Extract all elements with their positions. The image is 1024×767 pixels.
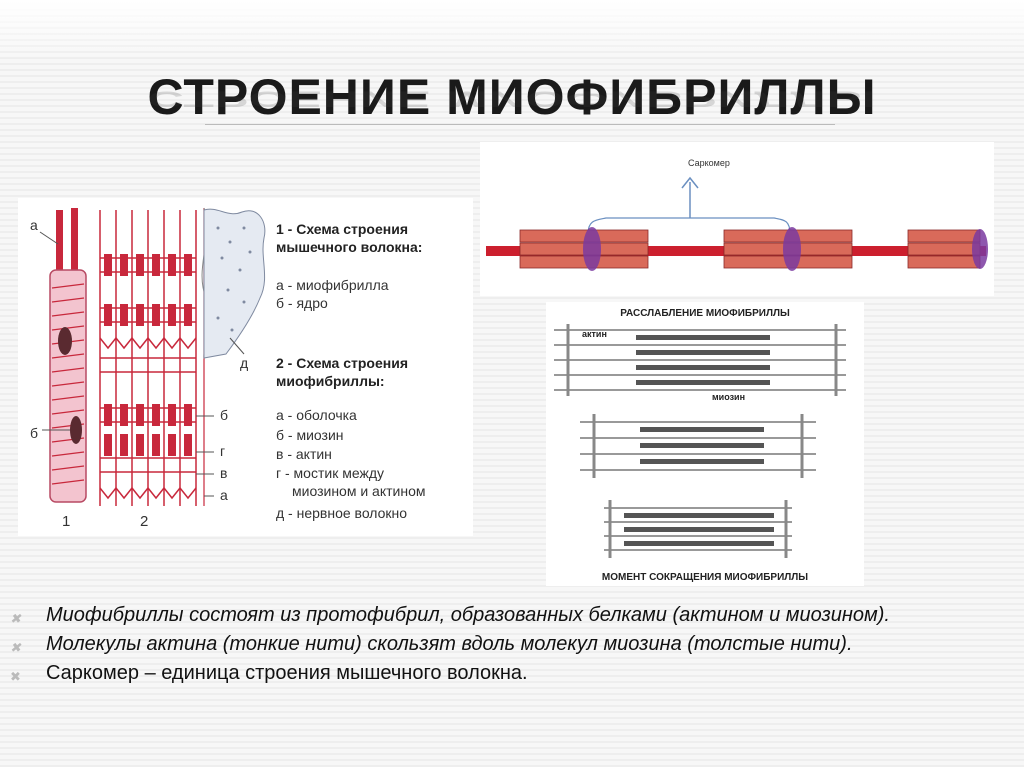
label-d: д <box>240 355 248 371</box>
bullet-marker-icon: ✖ <box>10 640 21 655</box>
sarcomere-brace <box>587 217 791 235</box>
relaxed-filaments <box>554 324 846 396</box>
myofibril-tube <box>71 208 78 280</box>
label-num-2: 2 <box>140 513 148 530</box>
legend2-item: б - миозин <box>276 427 344 443</box>
fiber-striations <box>51 283 85 485</box>
myofibril-tube <box>56 210 63 280</box>
slide-title: СТРОЕНИЕ МИОФИБРИЛЛЫ <box>147 69 877 125</box>
bullet-text: Миофибриллы состоят из протофибрил, обра… <box>46 604 890 626</box>
label-myosin: миозин <box>712 392 745 402</box>
label-right-a: а <box>220 487 228 503</box>
label-right-b: б <box>220 407 228 423</box>
slide-title-reflection: СТРОЕНИЕ МИОФИБРИЛЛЫ <box>147 86 877 112</box>
legend2-item: в - актин <box>276 446 332 462</box>
label-num-1: 1 <box>62 513 70 530</box>
bullet-item: ✖ Молекулы актина (тонкие нити) скользят… <box>8 633 1008 656</box>
relaxation-title: РАССЛАБЛЕНИЕ МИОФИБРИЛЛЫ <box>620 308 790 319</box>
bullet-text: Молекулы актина (тонкие нити) скользят в… <box>46 633 853 655</box>
label-actin: актин <box>582 329 607 339</box>
contraction-figure: РАССЛАБЛЕНИЕ МИОФИБРИЛЛЫ актин миозин <box>546 302 864 586</box>
sarcomere-unit <box>723 227 853 271</box>
bullet-text: Саркомер – единица строения мышечного во… <box>46 662 528 684</box>
nucleus <box>58 327 72 355</box>
sarcomere-unit <box>907 229 988 269</box>
label-right-g: г <box>220 443 225 459</box>
legend2-item: г - мостик между <box>276 465 384 481</box>
legend2-title-line2: миофибриллы: <box>276 373 385 389</box>
legend2-item: а - оболочка <box>276 407 357 423</box>
sarcomere-unit <box>519 227 649 271</box>
bullet-marker-icon: ✖ <box>10 669 21 684</box>
legend2-title-line1: 2 - Схема строения <box>276 355 408 371</box>
pointer-line <box>229 337 245 355</box>
contracted-filaments <box>604 500 792 558</box>
bullet-list: ✖ Миофибриллы состоят из протофибрил, об… <box>8 604 1008 691</box>
nerve-fiber <box>203 208 266 359</box>
contraction-svg: РАССЛАБЛЕНИЕ МИОФИБРИЛЛЫ актин миозин <box>554 308 846 583</box>
bullet-item: ✖ Миофибриллы состоят из протофибрил, об… <box>8 604 1008 627</box>
legend1-item: б - ядро <box>276 295 328 311</box>
title-underline <box>205 124 835 125</box>
legend2-item: д - нервное волокно <box>276 505 407 521</box>
legend1-item: а - миофибрилла <box>276 277 389 293</box>
relaxed-myosin <box>636 335 770 385</box>
legend1-title-line1: 1 - Схема строения <box>276 221 408 237</box>
muscle-fiber-svg: а б 1 д б г в а 2 1 - Схема строения мыш… <box>30 207 426 530</box>
myosin-blocks <box>104 254 192 456</box>
midstate-filaments <box>580 414 816 478</box>
pointer-line <box>39 231 59 245</box>
label-a: а <box>30 217 38 233</box>
nerve-dots <box>216 226 252 332</box>
bullet-marker-icon: ✖ <box>10 611 21 626</box>
sarcomere-label: Саркомер <box>688 158 730 168</box>
sarcomere-arrowhead <box>681 176 699 189</box>
legend2-item: миозином и актином <box>292 483 426 499</box>
label-right-v: в <box>220 465 227 481</box>
sarcomere-svg: Саркомер <box>486 158 988 271</box>
legend1-title-line2: мышечного волокна: <box>276 239 422 255</box>
myofibril-scheme <box>99 210 197 506</box>
muscle-fiber-figure: а б 1 д б г в а 2 1 - Схема строения мыш… <box>18 198 473 536</box>
top-gradient <box>0 0 1024 60</box>
muscle-fiber-cylinder <box>49 269 87 503</box>
contracted-myosin <box>624 513 774 546</box>
sarcomere-figure: Саркомер <box>480 142 994 296</box>
label-b: б <box>30 425 38 441</box>
bullet-item: ✖ Саркомер – единица строения мышечного … <box>8 662 1008 685</box>
midstate-myosin <box>640 427 764 464</box>
contraction-title: МОМЕНТ СОКРАЩЕНИЯ МИОФИБРИЛЛЫ <box>602 572 808 583</box>
nucleus <box>70 416 82 444</box>
